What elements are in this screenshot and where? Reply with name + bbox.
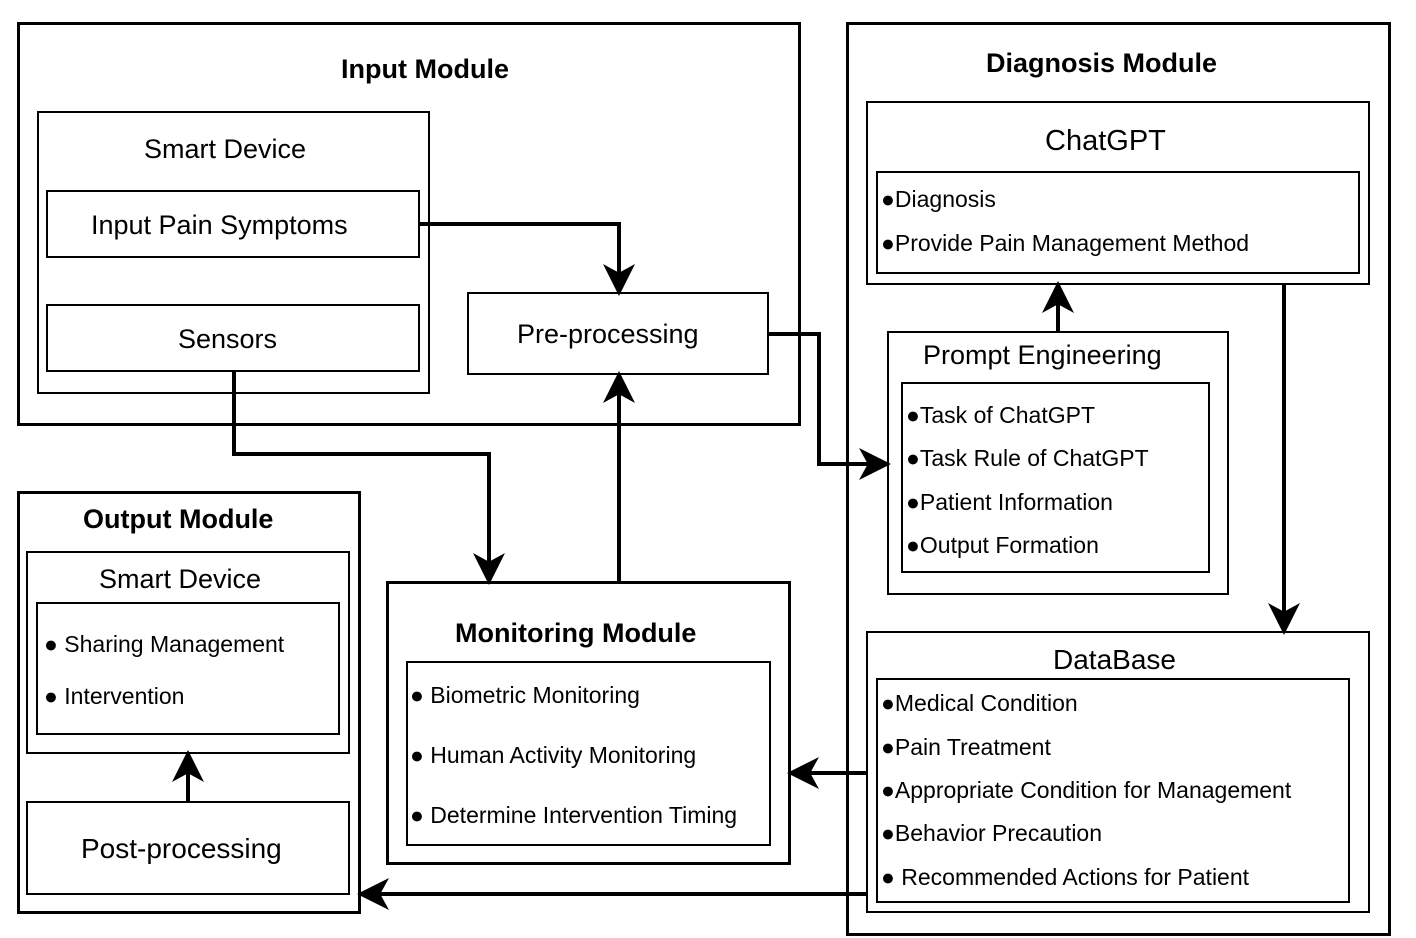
diagnosis-module-title: Diagnosis Module <box>986 48 1218 78</box>
chatgpt-item: ●Provide Pain Management Method <box>881 230 1250 256</box>
prompt-item: ●Task of ChatGPT <box>906 402 1096 428</box>
monitoring-module <box>386 581 791 865</box>
post-processing-label: Post-processing <box>81 833 282 864</box>
sensors-label: Sensors <box>178 324 278 354</box>
sensors-box <box>46 304 420 372</box>
output-items-box <box>36 602 340 735</box>
input-pain-symptoms-label: Input Pain Symptoms <box>91 210 348 240</box>
database-item: ● Recommended Actions for Patient <box>881 864 1250 890</box>
output-item: ● Intervention <box>44 683 185 709</box>
pre-processing-label: Pre-processing <box>517 319 699 349</box>
monitoring-items-box <box>406 661 771 846</box>
prompt-engineering-title: Prompt Engineering <box>923 340 1162 370</box>
output-smart-device-title: Smart Device <box>99 564 262 594</box>
prompt-item: ●Task Rule of ChatGPT <box>906 445 1149 471</box>
output-module-title: Output Module <box>83 504 274 534</box>
monitoring-item: ● Determine Intervention Timing <box>410 802 738 828</box>
input-pain-symptoms-box <box>46 190 420 258</box>
output-module <box>17 491 361 914</box>
diagnosis-module <box>846 22 1391 936</box>
database-box <box>866 631 1370 913</box>
chatgpt-item: ●Diagnosis <box>881 186 996 212</box>
prompt-item: ●Patient Information <box>906 489 1113 515</box>
monitoring-module-title: Monitoring Module <box>455 618 697 648</box>
chatgpt-box <box>866 101 1370 285</box>
prompt-items-box <box>901 382 1210 573</box>
database-item: ●Appropriate Condition for Management <box>881 777 1292 803</box>
chatgpt-items-box <box>876 171 1360 274</box>
output-item: ● Sharing Management <box>44 631 285 657</box>
database-title: DataBase <box>1053 644 1176 675</box>
database-item: ●Pain Treatment <box>881 734 1051 760</box>
post-processing-box <box>26 801 350 895</box>
database-item: ●Behavior Precaution <box>881 820 1103 846</box>
input-smart-device-title: Smart Device <box>144 134 307 164</box>
monitoring-item: ● Human Activity Monitoring <box>410 742 697 768</box>
database-items-box <box>876 678 1350 903</box>
prompt-item: ●Output Formation <box>906 532 1099 558</box>
input-module-title: Input Module <box>341 54 509 84</box>
monitoring-item: ● Biometric Monitoring <box>410 682 640 708</box>
chatgpt-title: ChatGPT <box>1045 125 1166 157</box>
database-item: ●Medical Condition <box>881 690 1078 716</box>
